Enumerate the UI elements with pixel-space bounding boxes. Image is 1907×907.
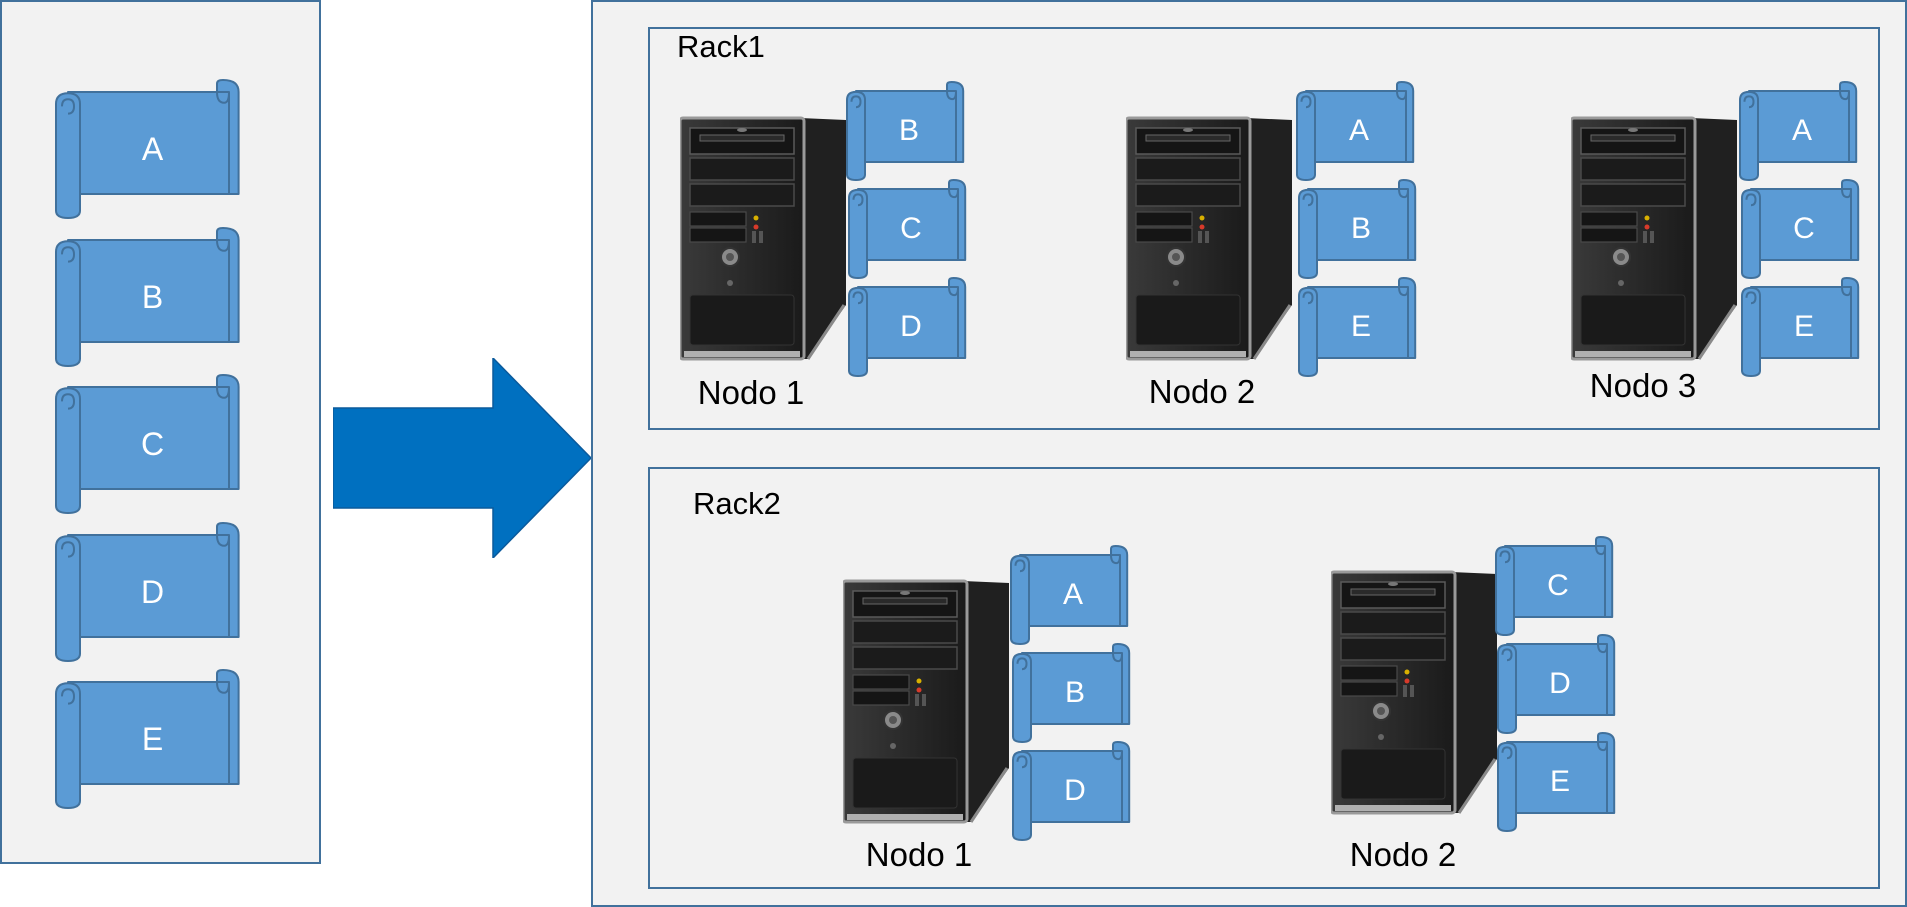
rack-2-node-1-server-icon bbox=[843, 578, 1013, 828]
rack-1-node-3-label: Nodo 3 bbox=[1589, 367, 1697, 404]
rack-2 bbox=[648, 467, 1880, 889]
rack-1-node-2-block: E bbox=[1298, 277, 1417, 377]
source-block-C: C bbox=[55, 374, 241, 514]
rack-1-node-3-block: C bbox=[1741, 179, 1860, 279]
rack-2-node-2-block: E bbox=[1497, 732, 1616, 832]
rack-2-node-2-block: C bbox=[1495, 536, 1614, 636]
source-block-A: A bbox=[55, 79, 241, 219]
right-arrow-icon bbox=[332, 356, 593, 560]
source-block-B: B bbox=[55, 227, 241, 367]
rack-1-node-3-block: E bbox=[1741, 277, 1860, 377]
rack-1-node-1-block: D bbox=[848, 277, 967, 377]
rack-1-node-1-label: Nodo 1 bbox=[697, 374, 805, 411]
rack-1-node-1-block: C bbox=[848, 179, 967, 279]
source-block-D: D bbox=[55, 522, 241, 662]
rack-1-node-2-label: Nodo 2 bbox=[1148, 373, 1256, 410]
rack-2-node-1-label: Nodo 1 bbox=[865, 836, 973, 873]
rack-1-label: Rack1 bbox=[677, 29, 765, 64]
rack-1-node-1-server-icon bbox=[680, 115, 850, 365]
rack-1-node-2-server-icon bbox=[1126, 115, 1296, 365]
rack-1-node-3-block: A bbox=[1739, 81, 1858, 181]
rack-2-node-2-block: D bbox=[1497, 634, 1616, 734]
rack-2-label: Rack2 bbox=[693, 486, 781, 521]
rack-2-node-1-block: A bbox=[1010, 545, 1129, 645]
rack-1-node-3-server-icon bbox=[1571, 115, 1741, 365]
rack-1-node-1-block: B bbox=[846, 81, 965, 181]
rack-1-node-2-block: B bbox=[1298, 179, 1417, 279]
rack-2-node-1-block: D bbox=[1012, 741, 1131, 841]
rack-2-node-2-server-icon bbox=[1331, 569, 1501, 819]
source-block-E: E bbox=[55, 669, 241, 809]
rack-2-node-2-label: Nodo 2 bbox=[1349, 836, 1457, 873]
rack-2-node-1-block: B bbox=[1012, 643, 1131, 743]
rack-1-node-2-block: A bbox=[1296, 81, 1415, 181]
